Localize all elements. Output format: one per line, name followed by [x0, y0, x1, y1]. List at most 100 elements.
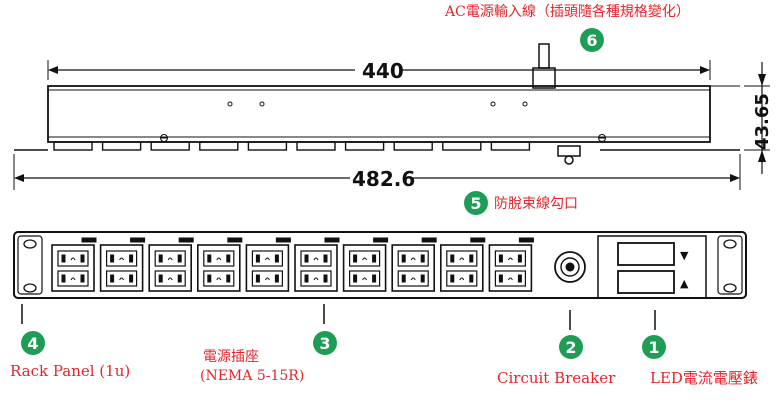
- receptacle: [494, 270, 526, 287]
- breaker-knob-side: [557, 145, 581, 157]
- outlet: [51, 237, 97, 292]
- cable-hook: [178, 237, 194, 243]
- meter-label: LED電流電壓錶: [650, 369, 758, 387]
- led-display-top: [617, 242, 675, 266]
- meter-arrow-down-icon: ▼: [680, 249, 689, 262]
- receptacle: [397, 250, 429, 267]
- outlet-tab: [150, 141, 190, 151]
- outlet-tab: [442, 141, 482, 151]
- cable-hook: [275, 237, 291, 243]
- svg-text:2: 2: [565, 338, 576, 357]
- receptacle: [154, 250, 186, 267]
- outlet-row: [51, 237, 534, 292]
- dim-height-label: 43.65: [752, 93, 773, 150]
- outlet-tab: [490, 141, 531, 151]
- led-meter-panel: [597, 235, 707, 299]
- outlet: [439, 237, 486, 292]
- led-display-bottom: [617, 270, 675, 294]
- cable-hook: [373, 237, 389, 243]
- receptacle: [154, 270, 186, 287]
- rack-ear-hole: [723, 283, 737, 293]
- top-chassis: [47, 85, 711, 143]
- screw-icon: [598, 134, 606, 142]
- front-panel: [13, 231, 747, 299]
- mount-hole: [522, 101, 528, 107]
- outlet: [488, 237, 534, 292]
- ac-cord-lower: [532, 67, 556, 89]
- outlet-label-line2: (NEMA 5-15R): [200, 368, 304, 384]
- top-view: [14, 43, 740, 165]
- front-view: [13, 231, 747, 299]
- rack-panel-label: Rack Panel (1u): [10, 362, 130, 380]
- dim-height: [744, 62, 770, 174]
- receptacle: [349, 250, 381, 267]
- mount-hole: [259, 101, 265, 107]
- badge-5: 5: [464, 191, 488, 215]
- receptacle: [300, 270, 332, 287]
- outlet: [148, 237, 194, 292]
- rack-ear-hole: [23, 239, 37, 249]
- outlet-tab: [53, 141, 93, 151]
- outlet-tab: [296, 141, 336, 151]
- mount-hole: [490, 101, 496, 107]
- mount-hole: [227, 101, 233, 107]
- leader-lines: [21, 304, 656, 330]
- svg-text:4: 4: [27, 334, 38, 353]
- dim-440-label: 440: [362, 59, 404, 83]
- rack-ear-left: [17, 235, 43, 295]
- outlet-label-line1: 電源插座: [203, 349, 259, 365]
- badge-3: 3: [313, 331, 337, 355]
- svg-text:1: 1: [648, 338, 659, 357]
- ac-cord-label: AC電源輸入線（插頭隨各種規格變化）: [444, 4, 690, 20]
- badge-1: 1: [642, 335, 666, 359]
- circuit-breaker: [554, 251, 586, 283]
- receptacle: [203, 250, 235, 267]
- badge-6: 6: [580, 28, 604, 52]
- receptacle: [446, 270, 478, 287]
- rack-ear-hole: [723, 239, 737, 249]
- receptacle: [300, 250, 332, 267]
- receptacle: [397, 270, 429, 287]
- outlet-tab: [199, 141, 239, 151]
- outlet: [99, 237, 146, 292]
- receptacle: [57, 270, 89, 287]
- receptacle: [251, 270, 283, 287]
- receptacle: [57, 250, 89, 267]
- dim-482: [13, 154, 741, 190]
- outlet: [391, 237, 437, 292]
- svg-text:6: 6: [586, 31, 597, 50]
- rack-ear-right: [717, 235, 743, 295]
- dim-482-label: 482.6: [352, 167, 415, 191]
- receptacle: [105, 250, 138, 267]
- cable-hook-label: 防脫束線勾口: [494, 196, 578, 212]
- dim-440: [47, 60, 711, 80]
- outlet-tab: [101, 141, 142, 151]
- receptacle: [203, 270, 235, 287]
- cable-hook: [81, 237, 97, 243]
- svg-text:5: 5: [470, 194, 481, 213]
- receptacle: [349, 270, 381, 287]
- outlet-tabs: [53, 141, 531, 151]
- rack-ear-hole: [23, 283, 37, 293]
- breaker-label: Circuit Breaker: [497, 369, 616, 387]
- outlet-tab: [344, 141, 385, 151]
- outlet: [197, 237, 243, 292]
- cable-hook: [470, 237, 486, 243]
- cable-hook: [421, 237, 437, 243]
- receptacle: [251, 250, 283, 267]
- outlet: [294, 237, 340, 292]
- receptacle: [446, 250, 478, 267]
- cable-hook: [130, 237, 146, 243]
- svg-text:3: 3: [319, 334, 330, 353]
- outlet: [245, 237, 291, 292]
- ac-cord-upper: [538, 43, 550, 69]
- receptacle: [105, 270, 138, 287]
- cable-hook: [518, 237, 534, 243]
- cable-hook: [227, 237, 243, 243]
- badge-4: 4: [21, 331, 45, 355]
- receptacle: [494, 250, 526, 267]
- badge-2: 2: [559, 335, 583, 359]
- outlet: [342, 237, 389, 292]
- outlet-tab: [393, 141, 433, 151]
